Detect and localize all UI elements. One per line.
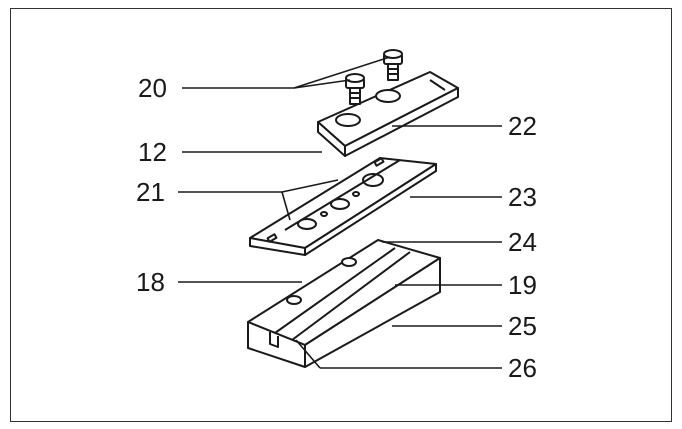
- label-25: 25: [508, 311, 537, 341]
- leader-21a: [281, 179, 339, 193]
- label-18: 18: [136, 267, 165, 297]
- leader-21b: [281, 191, 291, 221]
- label-23: 23: [508, 182, 537, 212]
- leader-20b: [293, 56, 391, 89]
- label-24: 24: [508, 227, 537, 257]
- label-22: 22: [508, 111, 537, 141]
- middle-plate: [249, 157, 437, 256]
- screw-right: [383, 49, 403, 81]
- label-12: 12: [138, 137, 167, 167]
- screw-left: [345, 73, 365, 105]
- leader-20a: [293, 79, 351, 89]
- label-19: 19: [508, 270, 537, 300]
- leader-26: [295, 339, 321, 369]
- label-26: 26: [508, 353, 537, 383]
- clamp-bar: [317, 71, 459, 157]
- base-block: [247, 239, 441, 368]
- label-20: 20: [138, 73, 167, 103]
- label-21: 21: [136, 177, 165, 207]
